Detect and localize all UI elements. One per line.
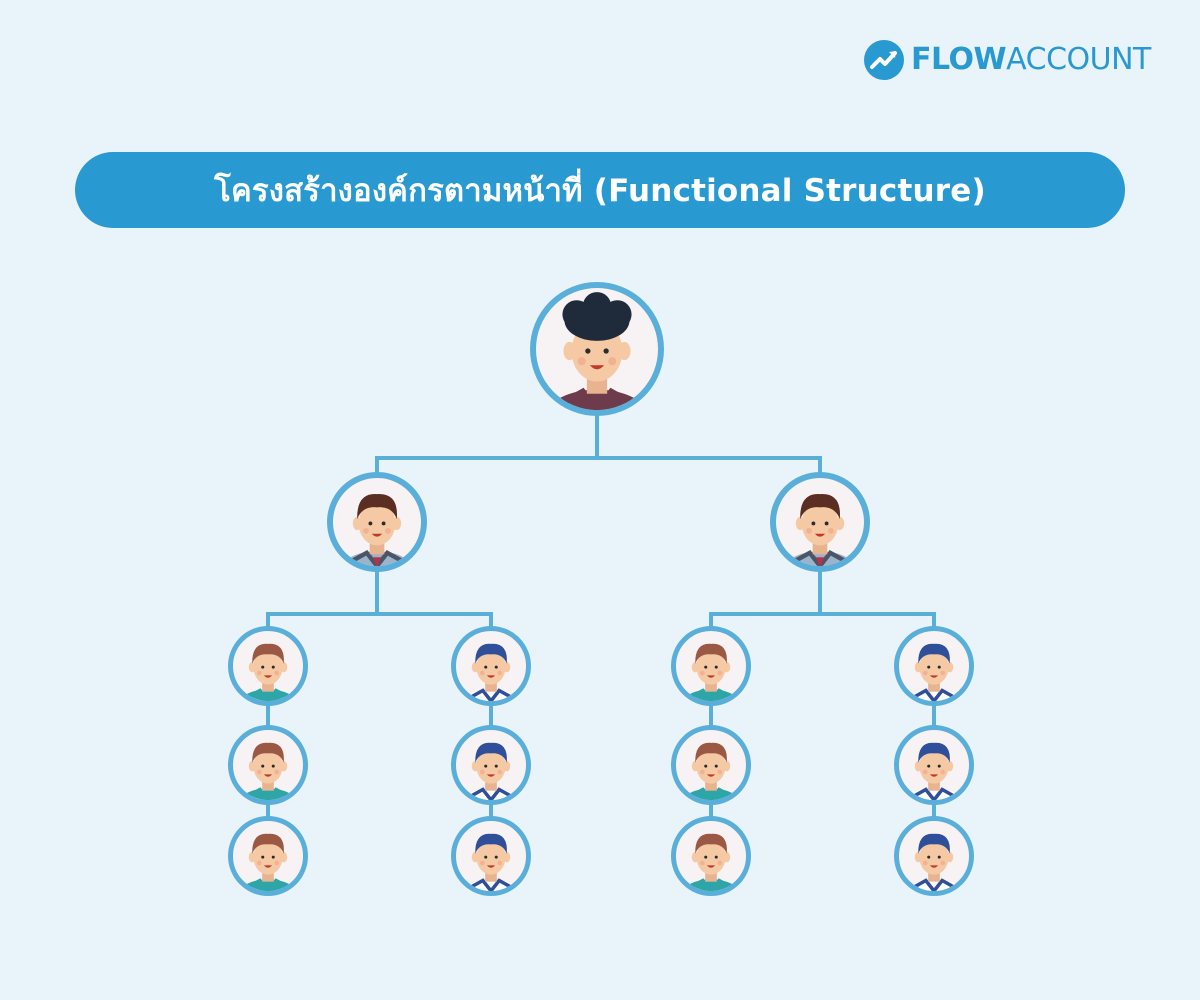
- ceo-avatar: [530, 282, 664, 416]
- staff-brown-hair-avatar: [228, 725, 308, 805]
- trend-arrow-icon: [864, 40, 904, 80]
- brand-name-bold: FLOW: [911, 42, 1007, 77]
- brand-name-light: ACCOUNT: [1006, 42, 1151, 77]
- staff-blue-hair-avatar: [451, 816, 531, 896]
- staff-blue-hair-avatar: [894, 725, 974, 805]
- staff-brown-hair-avatar: [671, 816, 751, 896]
- staff-brown-hair-avatar: [228, 816, 308, 896]
- brand-name: FLOWACCOUNT: [911, 40, 1151, 80]
- staff-blue-hair-avatar: [451, 725, 531, 805]
- staff-brown-hair-avatar: [228, 626, 308, 706]
- brand-logo: FLOWACCOUNT: [864, 40, 1151, 80]
- staff-brown-hair-avatar: [671, 626, 751, 706]
- staff-blue-hair-avatar: [894, 816, 974, 896]
- page-title: โครงสร้างองค์กรตามหน้าที่ (Functional St…: [214, 173, 986, 209]
- staff-brown-hair-avatar: [671, 725, 751, 805]
- org-chart-nodes: [228, 282, 974, 896]
- manager-avatar: [327, 472, 427, 572]
- title-banner: โครงสร้างองค์กรตามหน้าที่ (Functional St…: [75, 152, 1125, 228]
- staff-blue-hair-avatar: [894, 626, 974, 706]
- manager-avatar: [770, 472, 870, 572]
- staff-blue-hair-avatar: [451, 626, 531, 706]
